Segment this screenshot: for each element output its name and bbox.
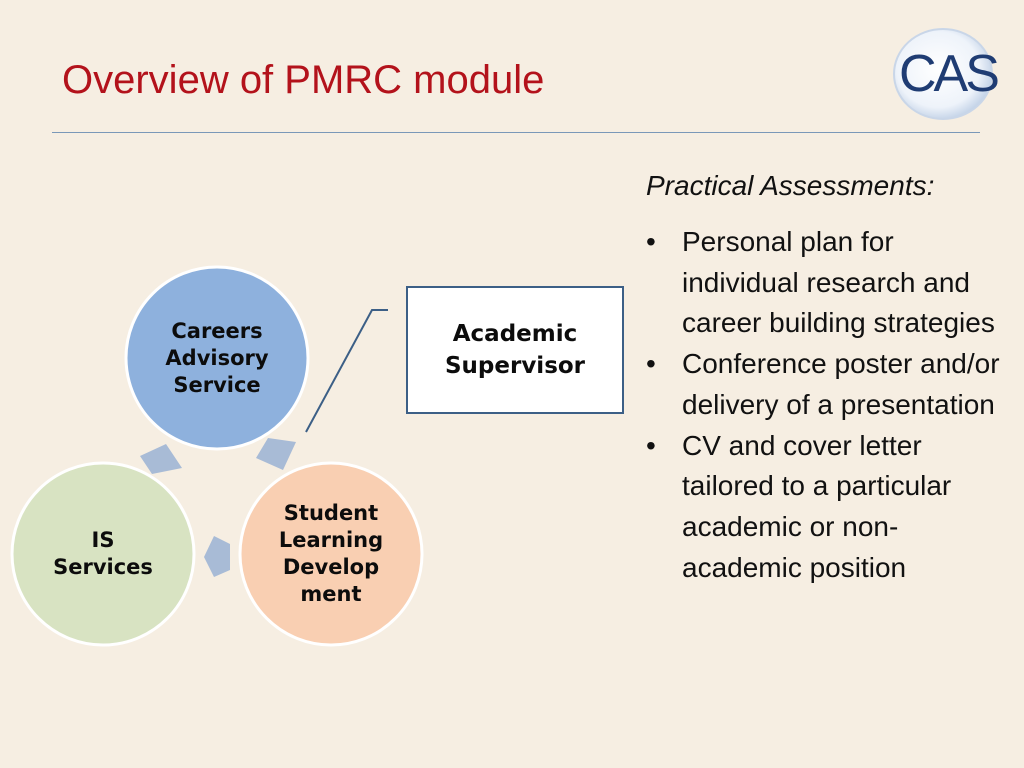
node-line: Learning [278, 528, 384, 552]
bullet-icon: • [646, 226, 656, 257]
list-item: • Conference poster and/or delivery of a … [646, 344, 1018, 425]
node-line: ment [300, 582, 362, 606]
is-services-node: IS Services [12, 463, 194, 645]
node-line: Develop [282, 555, 380, 579]
student-learning-node: Student Learning Develop ment [240, 463, 422, 645]
assessments-list: • Personal plan for individual research a… [646, 222, 1018, 588]
sld-circle [238, 461, 424, 647]
supervisor-connector [305, 309, 388, 433]
careers-advisory-node: Careers Advisory Service [126, 267, 308, 449]
list-item: • CV and cover letter tailored to a parti… [646, 426, 1018, 589]
node-line: Services [53, 555, 153, 579]
list-item-text: CV and cover letter tailored to a partic… [682, 429, 952, 583]
cycle-arrow-bottom [204, 536, 230, 577]
bullet-icon: • [646, 348, 656, 380]
node-line: IS [91, 528, 115, 552]
node-line: Student [283, 501, 379, 525]
cycle-arrow-right [256, 438, 296, 470]
node-line: Careers [171, 318, 263, 343]
supervisor-line: Academic [452, 321, 578, 347]
list-item: • Personal plan for individual research a… [646, 222, 1018, 344]
title-divider [52, 132, 980, 133]
node-line: Advisory [165, 345, 269, 370]
node-line: Service [173, 372, 261, 397]
is-circle [10, 461, 196, 647]
cas-logo [893, 28, 993, 120]
cycle-arrow-left [140, 444, 182, 474]
list-item-text: Personal plan for individual research an… [682, 226, 995, 339]
logo-text: CAS [899, 45, 1000, 103]
careers-circle [124, 265, 310, 451]
academic-supervisor-box: Academic Supervisor [406, 286, 624, 414]
assessments-heading: Practical Assessments: [646, 170, 935, 201]
supervisor-line: Supervisor [444, 353, 586, 379]
bullet-icon: • [646, 429, 656, 461]
list-item-text: Conference poster and/or delivery of a p… [682, 348, 1000, 420]
slide-title: Overview of PMRC module [62, 58, 545, 102]
